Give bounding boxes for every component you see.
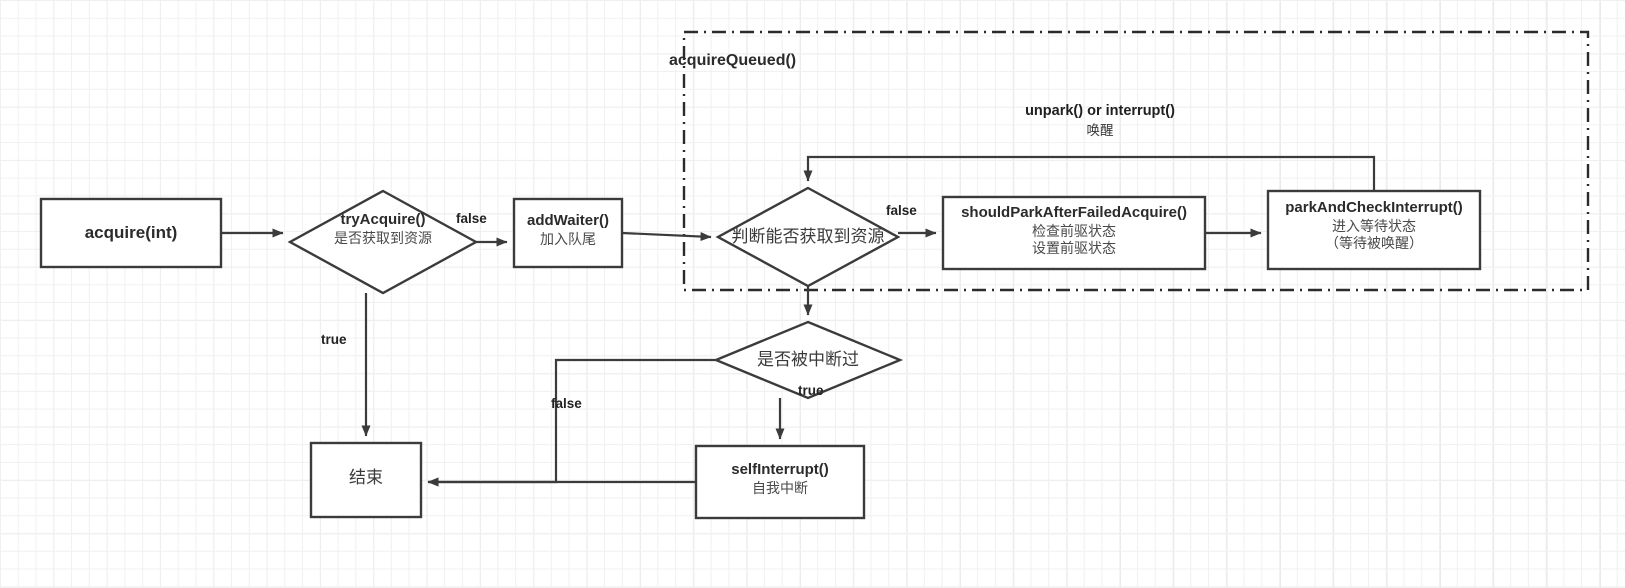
edge-add-waiter-to-can-acquire (621, 231, 712, 242)
node-self-interrupt-shape (694, 444, 866, 520)
node-can-acquire-shape (715, 186, 901, 288)
edge-interrupted-false-to-end (427, 358, 716, 487)
node-try-acquire-shape (287, 189, 479, 295)
acquire-queued-group-border (682, 30, 1590, 292)
node-should-park-shape (941, 195, 1207, 271)
edge-park-check-loop-to-can-acquire (803, 155, 1376, 191)
node-interrupted-shape (712, 320, 904, 400)
node-end-shape (309, 441, 423, 519)
node-acquire-shape (39, 197, 223, 269)
node-park-check-shape (1266, 189, 1482, 271)
acquire-queued-group-label: acquireQueued() (669, 52, 797, 69)
loop-label-line2: 唤醒 (1086, 123, 1114, 138)
loop-label-line1: unpark() or interrupt() (1025, 103, 1175, 119)
loop-label-unpark: unpark() or interrupt() 唤醒 (1010, 103, 1190, 139)
node-add-waiter-shape (512, 197, 624, 269)
